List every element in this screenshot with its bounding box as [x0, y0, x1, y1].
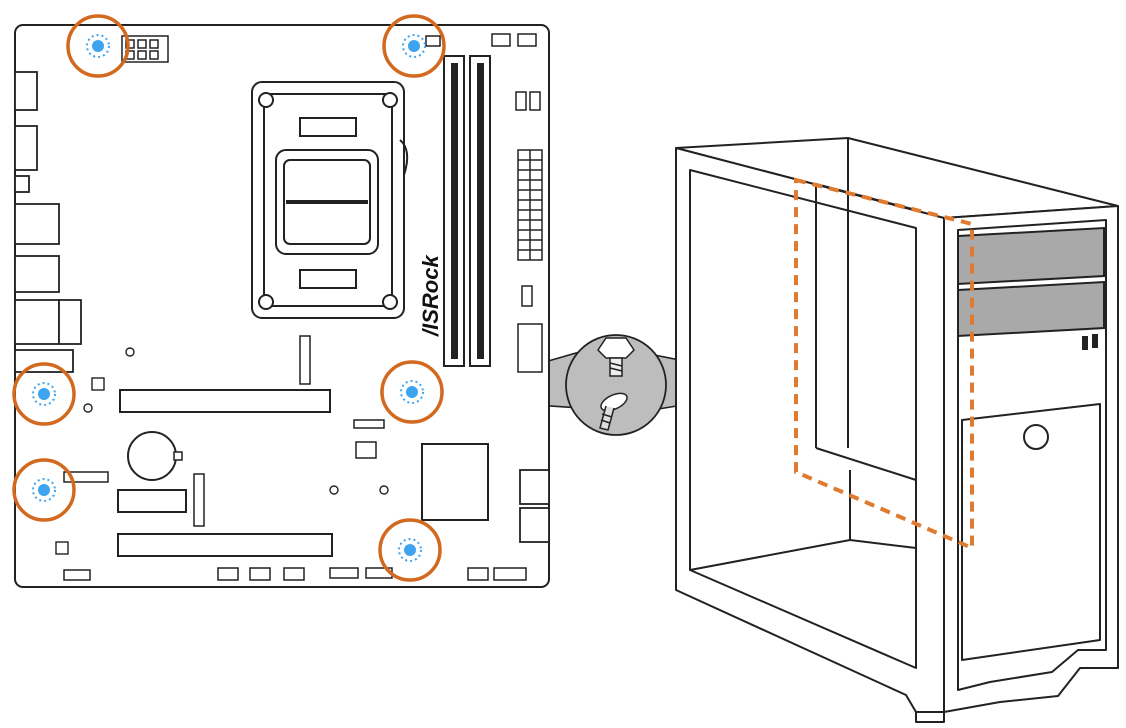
pcie-slot-1: [119, 389, 331, 413]
mounting-hole-top-left: [66, 14, 130, 78]
cpu-socket: [251, 81, 409, 319]
misc-header: [353, 285, 543, 459]
board-holes: [55, 347, 389, 555]
sata-ports: [519, 469, 550, 543]
standoff-screw-icon: [597, 337, 635, 431]
cpu-power-connector: [121, 35, 169, 63]
bottom-headers: [63, 567, 527, 581]
fan-headers-top: [425, 33, 541, 111]
standoff-magnifier: [565, 334, 667, 436]
power-button: [1023, 424, 1049, 450]
mounting-hole-mid-left: [12, 362, 76, 426]
pc-case: [675, 137, 1119, 723]
mounting-hole-mid-right: [380, 360, 444, 424]
front-usb-ports: [1082, 334, 1098, 350]
motherboard-footprint-outline: [794, 177, 974, 552]
drive-bay-upper: [957, 226, 1105, 286]
chipset: [421, 443, 489, 521]
mounting-hole-top-right: [382, 14, 446, 78]
mounting-hole-bottom-right: [378, 518, 442, 582]
pcie-slot-2: [117, 489, 187, 513]
atx-power-connector: [517, 149, 543, 261]
m2-slot: [63, 335, 311, 527]
drive-bay-lower: [957, 280, 1105, 338]
mounting-hole-bottom-left: [12, 458, 76, 522]
pcie-slot-3: [117, 533, 333, 557]
memory-slots: [443, 55, 491, 367]
rear-io-ports: [14, 71, 82, 373]
board-brand: /ISRock: [418, 254, 443, 337]
cmos-battery: [127, 431, 177, 481]
